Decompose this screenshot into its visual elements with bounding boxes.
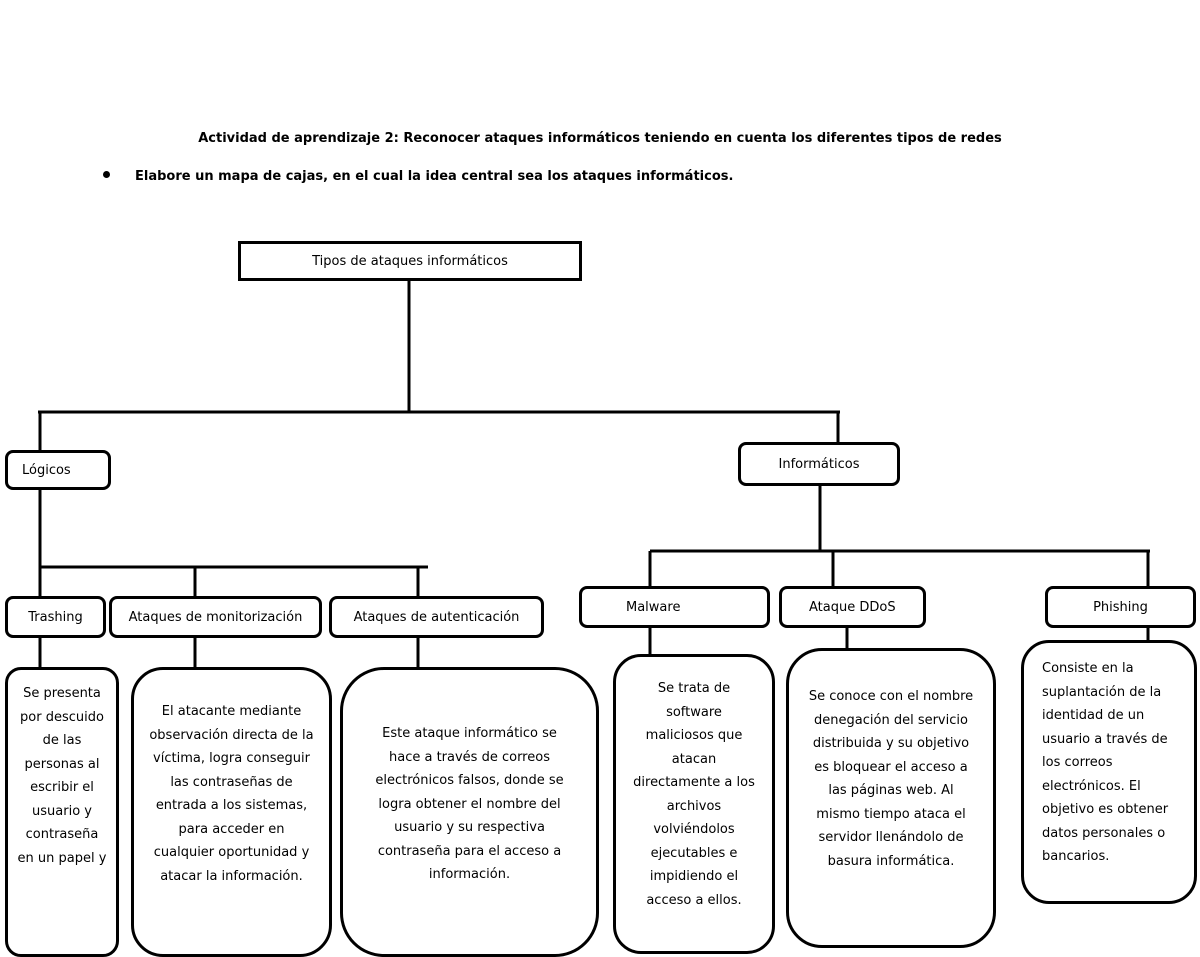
- node-malware-label: Malware: [626, 599, 681, 615]
- desc-ddos: Se conoce con el nombre denegación del s…: [786, 648, 996, 948]
- desc-monitorizacion-text: El atacante mediante observación directa…: [149, 704, 314, 884]
- desc-malware-text: Se trata de software maliciosos que atac…: [633, 681, 755, 908]
- node-trashing: Trashing: [5, 596, 106, 638]
- node-autenticacion: Ataques de autenticación: [329, 596, 544, 638]
- desc-autenticacion-text: Este ataque informático se hace a través…: [375, 726, 564, 882]
- node-ddos-label: Ataque DDoS: [809, 599, 896, 615]
- node-ddos: Ataque DDoS: [779, 586, 926, 628]
- desc-monitorizacion: El atacante mediante observación directa…: [131, 667, 332, 957]
- node-logicos-label: Lógicos: [22, 462, 71, 478]
- node-malware: Malware: [579, 586, 770, 628]
- root-node: Tipos de ataques informáticos: [238, 241, 582, 281]
- page-heading: Actividad de aprendizaje 2: Reconocer at…: [198, 131, 1002, 146]
- desc-phishing: Consiste en la suplantación de la identi…: [1021, 640, 1197, 904]
- desc-phishing-text: Consiste en la suplantación de la identi…: [1042, 661, 1169, 864]
- node-trashing-label: Trashing: [28, 609, 83, 625]
- node-phishing-label: Phishing: [1093, 599, 1148, 615]
- node-informaticos-label: Informáticos: [778, 456, 860, 472]
- desc-ddos-text: Se conoce con el nombre denegación del s…: [808, 689, 974, 869]
- desc-trashing: Se presenta por descuido de las personas…: [5, 667, 119, 957]
- node-informaticos: Informáticos: [738, 442, 900, 486]
- node-monitorizacion-label: Ataques de monitorización: [128, 609, 303, 625]
- bullet-icon: [103, 171, 110, 178]
- instruction-text: Elabore un mapa de cajas, en el cual la …: [135, 169, 734, 184]
- node-monitorizacion: Ataques de monitorización: [109, 596, 322, 638]
- root-node-label: Tipos de ataques informáticos: [312, 253, 508, 269]
- desc-trashing-text: Se presenta por descuido de las personas…: [17, 686, 107, 866]
- node-autenticacion-label: Ataques de autenticación: [353, 609, 520, 625]
- node-phishing: Phishing: [1045, 586, 1196, 628]
- desc-malware: Se trata de software maliciosos que atac…: [613, 654, 775, 954]
- connector-lines: [38, 279, 1150, 668]
- desc-autenticacion: Este ataque informático se hace a través…: [340, 667, 599, 957]
- node-logicos: Lógicos: [5, 450, 111, 490]
